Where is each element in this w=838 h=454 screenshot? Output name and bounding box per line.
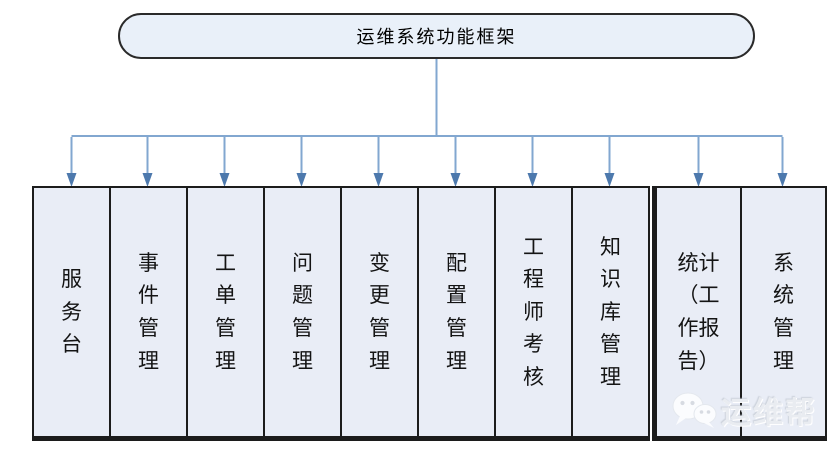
module-box: 变更管理 [340, 188, 417, 436]
module-label: 问题管理 [291, 250, 313, 373]
module-label: 工程师考核 [522, 234, 544, 389]
watermark-text: 运维帮 [721, 396, 817, 431]
watermark: 运维帮 [670, 388, 817, 432]
module-label: 工单管理 [214, 250, 236, 373]
module-box: 问题管理 [263, 188, 340, 436]
module-label: 系统管理 [772, 250, 794, 373]
wechat-icon [670, 389, 718, 431]
module-label: 知识库管理 [599, 234, 621, 389]
module-label: 事件管理 [137, 250, 159, 373]
module-label: 统计（工作报告） [677, 250, 720, 373]
module-box: 系统管理 [740, 188, 825, 436]
module-label: 服务台 [60, 267, 82, 357]
module-box: 服务台 [34, 188, 109, 436]
module-label: 变更管理 [368, 250, 390, 373]
module-box: 配置管理 [417, 188, 494, 436]
module-box: 统计（工作报告） [657, 188, 740, 436]
module-box: 知识库管理 [571, 188, 648, 436]
module-box: 事件管理 [109, 188, 186, 436]
module-box: 工程师考核 [494, 188, 571, 436]
framework-title: 运维系统功能框架 [356, 27, 517, 48]
module-label: 配置管理 [445, 250, 467, 373]
module-group-primary: 服务台 事件管理 工单管理 问题管理 变更管理 配置管理 工程师考核 知识库管理 [32, 186, 650, 441]
module-box: 工单管理 [186, 188, 263, 436]
framework-title-node: 运维系统功能框架 [118, 13, 755, 59]
